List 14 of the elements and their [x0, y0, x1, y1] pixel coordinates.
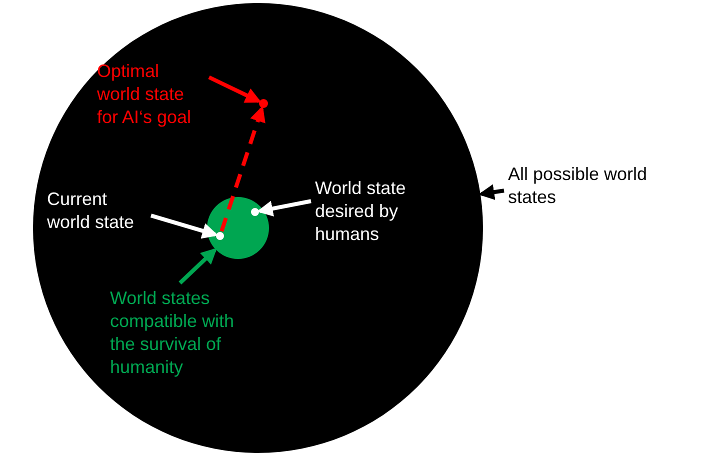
arrow — [478, 184, 504, 200]
desired-state-dot — [251, 208, 259, 216]
optimal-state-dot — [259, 99, 268, 108]
arrow — [178, 248, 218, 284]
arrow — [150, 214, 218, 239]
arrow — [208, 75, 262, 103]
annotation-text: World state desired by humans — [315, 177, 425, 246]
annotation-text: World states compatible with the survival of humanity — [110, 287, 250, 379]
dashed-arrow — [220, 106, 266, 232]
annotation-text: Current world state — [47, 188, 147, 234]
current-state-dot — [216, 232, 224, 240]
annotation-text: Optimal world state for AI‘s goal — [97, 60, 205, 129]
annotation-text: All possible world states — [508, 163, 668, 209]
arrow — [256, 199, 312, 216]
